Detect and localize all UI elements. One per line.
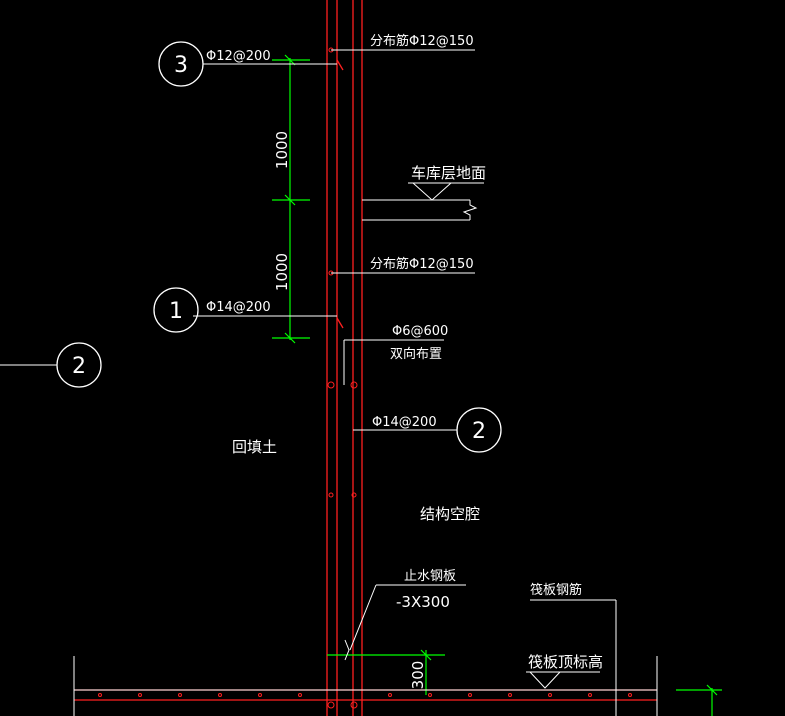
label-tie-bar-note: 双向布置: [390, 346, 442, 362]
label-raft-rebar: 筏板钢筋: [530, 582, 582, 598]
label-rebar-2-right: Φ14@200: [372, 415, 437, 430]
dimension-lines: [272, 54, 722, 716]
dim-upper: 1000: [273, 131, 291, 169]
label-garage-floor: 车库层地面: [411, 164, 486, 182]
tag-2-left[interactable]: 2: [56, 342, 102, 388]
wall-lines: [74, 0, 657, 716]
label-dist-bar-top: 分布筋Φ12@150: [370, 33, 474, 49]
label-waterstop: 止水钢板: [404, 569, 456, 584]
label-tie-bar: Φ6@600: [392, 324, 448, 339]
rebar-dots: [98, 47, 632, 709]
tag-3-number: 3: [174, 53, 188, 78]
tag-3[interactable]: 3: [158, 41, 204, 87]
tag-1[interactable]: 1: [153, 287, 199, 333]
tag-1-circle: [153, 287, 199, 333]
label-rebar-1: Φ14@200: [206, 300, 271, 315]
dim-bottom: 300: [409, 661, 427, 690]
tag-2-left-circle: [56, 342, 102, 388]
label-waterstop-size: -3X300: [396, 593, 450, 611]
tag-2-right[interactable]: 2: [456, 407, 502, 453]
label-dist-bar-mid: 分布筋Φ12@150: [370, 256, 474, 272]
tag-2-left-number: 2: [72, 354, 86, 379]
label-backfill: 回填土: [232, 438, 277, 456]
tag-1-number: 1: [169, 299, 183, 324]
tag-3-circle: [158, 41, 204, 87]
leader-lines: [0, 49, 658, 716]
tag-2-right-number: 2: [472, 419, 486, 444]
label-rebar-3: Φ12@200: [206, 49, 271, 64]
tag-2-right-circle: [456, 407, 502, 453]
dim-lower: 1000: [273, 253, 291, 291]
label-raft-top-elev: 筏板顶标高: [528, 653, 603, 671]
label-cavity: 结构空腔: [420, 505, 480, 523]
